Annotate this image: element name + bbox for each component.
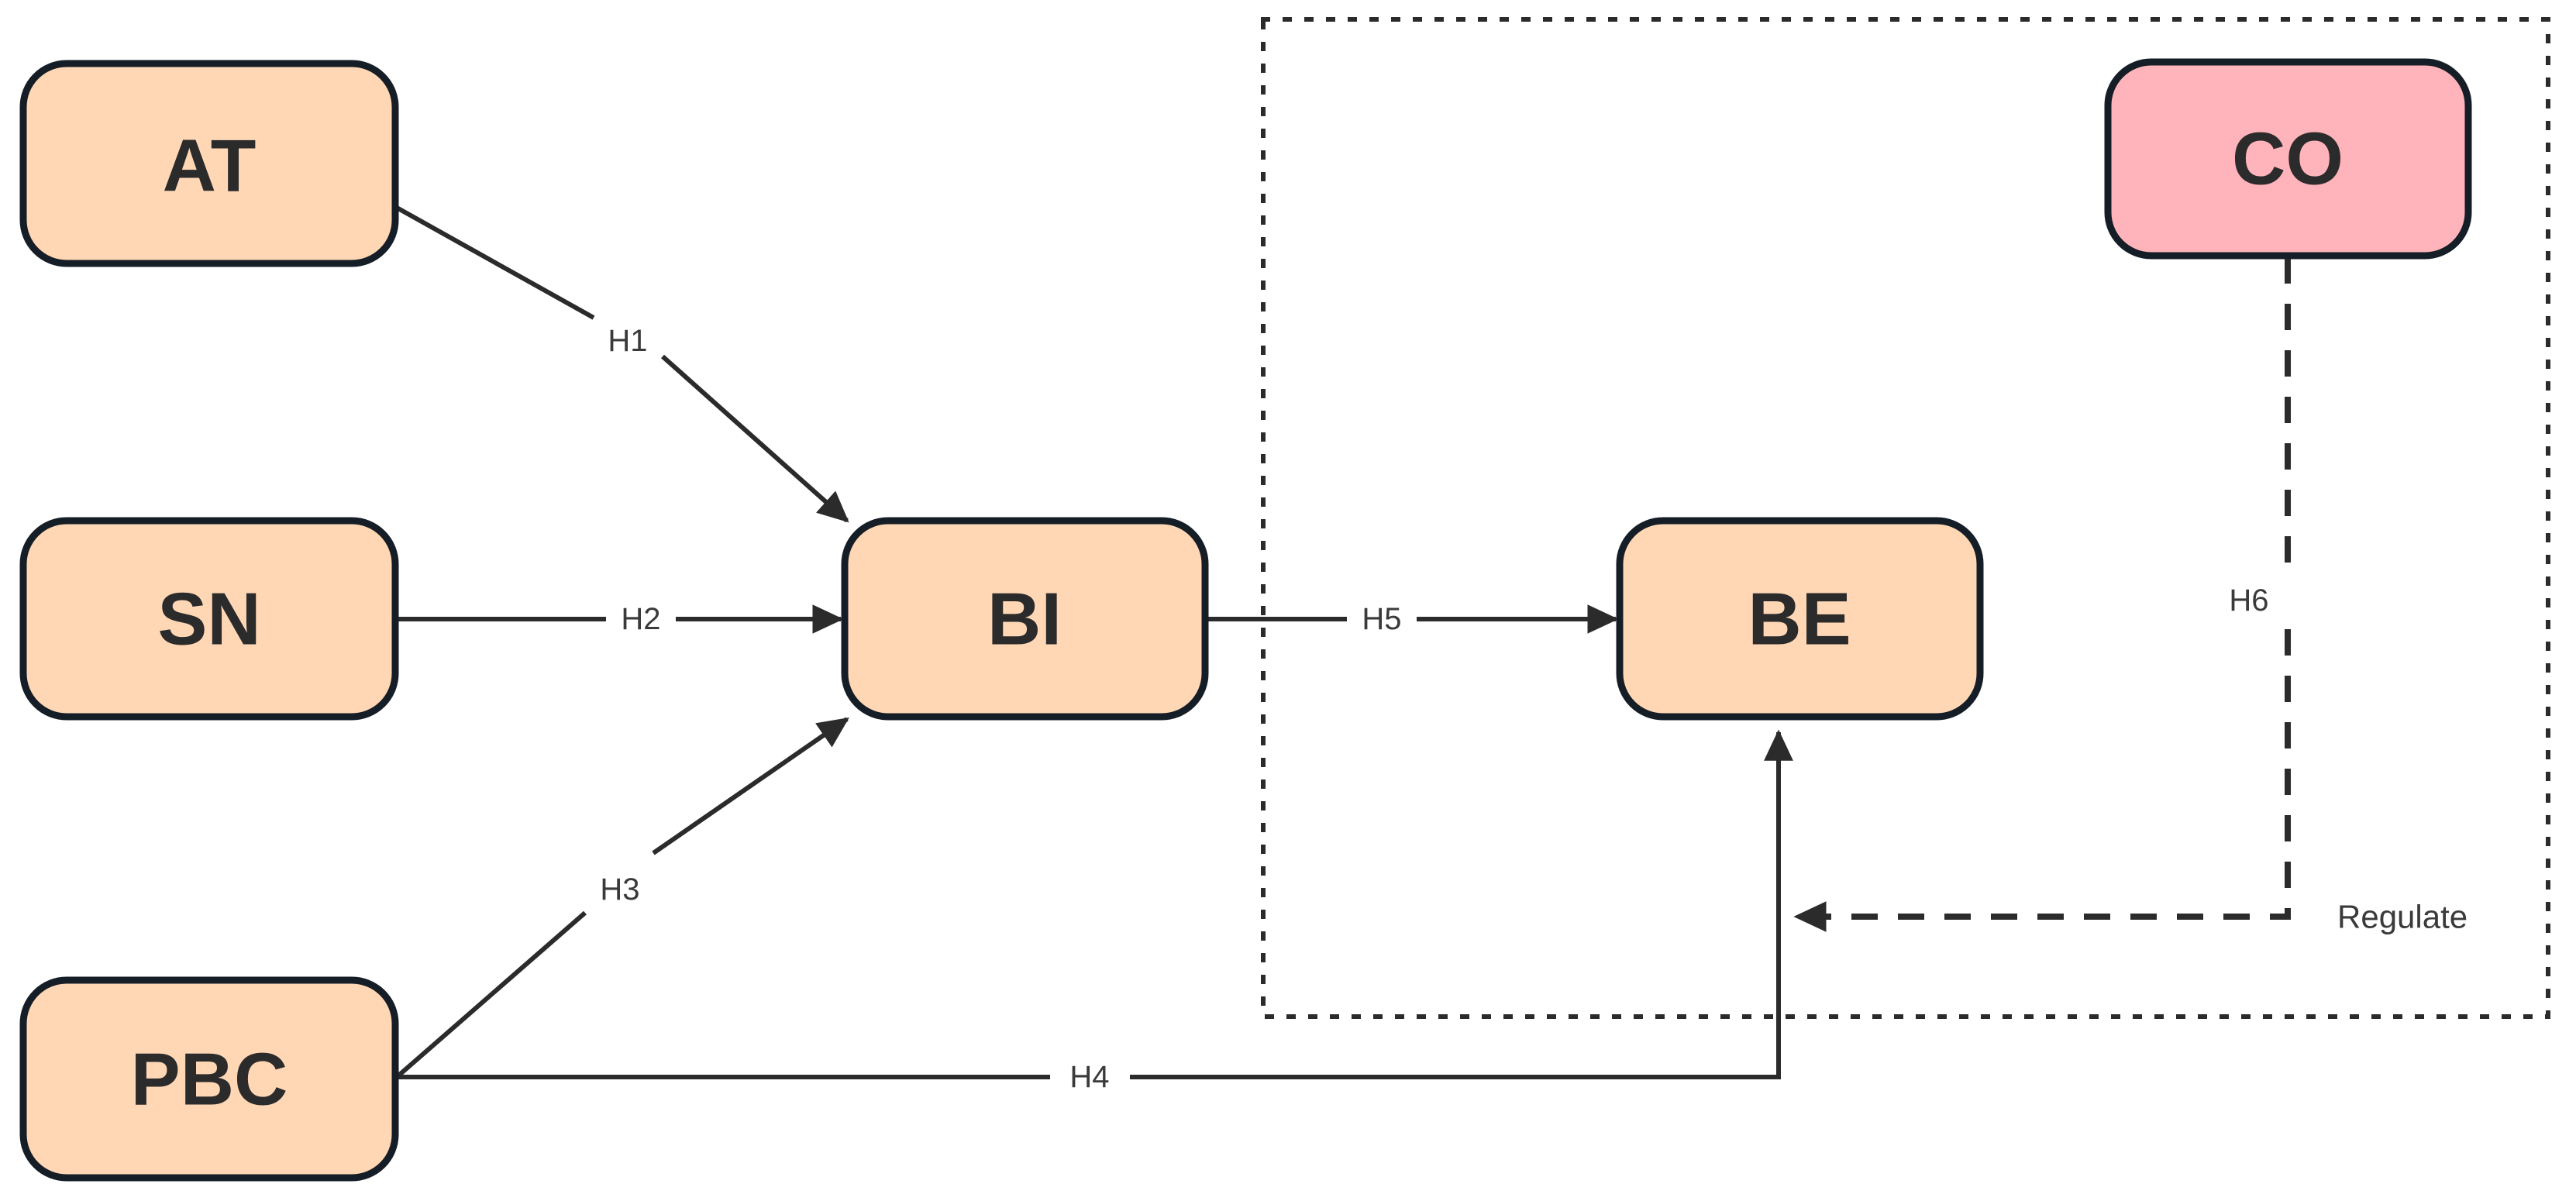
edge-h5-label: H5 [1362, 602, 1401, 636]
edge-h4-label: H4 [1069, 1060, 1109, 1094]
edge-h6-vertical-b [1793, 629, 2291, 932]
edge-h3-segment-b [652, 717, 849, 855]
node-be[interactable]: BE [1616, 517, 1984, 721]
edge-h2: H2 [397, 602, 844, 636]
node-sn-label: SN [157, 578, 260, 661]
node-bi-label: BI [987, 578, 1062, 661]
node-at-label: AT [163, 125, 257, 208]
node-pbc-shape[interactable] [19, 976, 399, 1182]
node-sn-shape[interactable] [19, 517, 399, 721]
node-co[interactable]: CO [2104, 58, 2472, 260]
node-bi-shape[interactable] [841, 517, 1209, 721]
edge-h6-label: H6 [2229, 583, 2268, 618]
edge-h1-segment-a [395, 205, 595, 320]
node-pbc-label: PBC [131, 1038, 288, 1121]
node-be-label: BE [1748, 578, 1851, 661]
edge-h6: H6 [1793, 257, 2291, 932]
regulate-annotation-label: Regulate [2337, 899, 2468, 935]
edge-h4-segment-b [1130, 729, 1793, 1079]
node-at-shape[interactable] [19, 60, 399, 267]
node-co-shape[interactable] [2104, 58, 2472, 260]
node-at[interactable]: AT [19, 60, 399, 267]
edge-h2-label: H2 [621, 602, 660, 636]
edge-h3-segment-a [395, 910, 587, 1079]
node-bi[interactable]: BI [841, 517, 1209, 721]
node-sn[interactable]: SN [19, 517, 399, 721]
edge-h1-label: H1 [608, 324, 647, 358]
edge-h1-segment-b [661, 354, 849, 523]
node-co-label: CO [2232, 118, 2344, 201]
node-pbc[interactable]: PBC [19, 976, 399, 1182]
moderation-group-box [1261, 17, 2550, 1019]
edge-h1: H1 [395, 205, 849, 523]
node-be-shape[interactable] [1616, 517, 1984, 721]
edge-h3: H3 [395, 717, 849, 1079]
edge-h4: H4 [397, 729, 1793, 1094]
edge-h3-label: H3 [600, 872, 639, 907]
edge-h5: H5 [1207, 602, 1619, 636]
